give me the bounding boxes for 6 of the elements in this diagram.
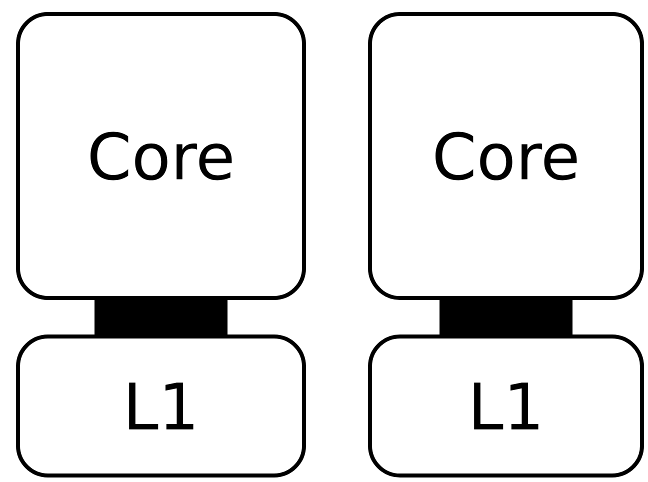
connector-bar: [440, 300, 572, 334]
cache-box: L1: [16, 334, 306, 478]
core-box: Core: [368, 12, 644, 300]
core-box: Core: [16, 12, 306, 300]
connector-bar: [94, 300, 228, 334]
cache-box: L1: [368, 334, 644, 478]
